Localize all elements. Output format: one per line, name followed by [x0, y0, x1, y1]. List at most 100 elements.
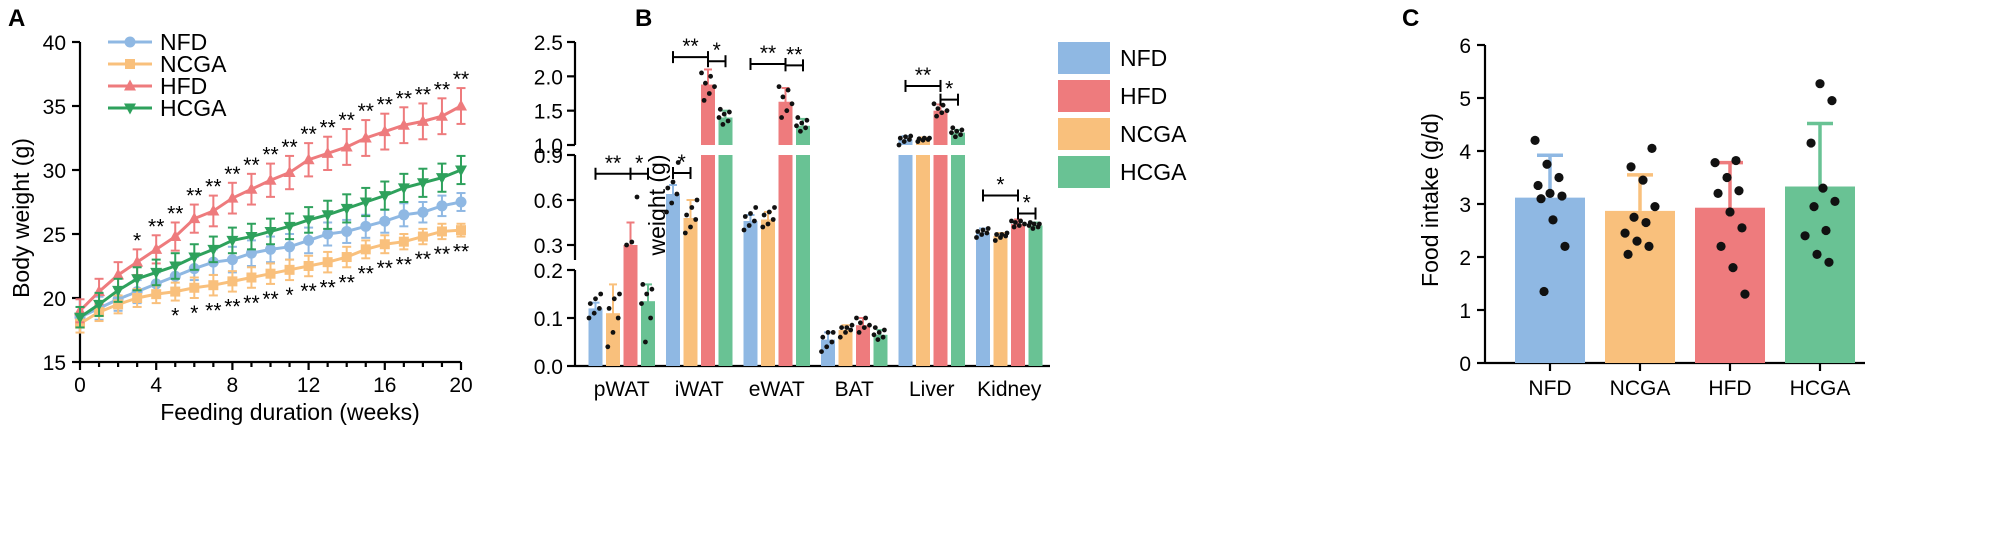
panel-b-dot-liver-nfd [901, 139, 907, 144]
panel-b-bar-liver-ncga [916, 155, 930, 270]
panel-b-bar-kidney-hcga [1028, 270, 1043, 366]
panel-b-dot-ewat-nfd [748, 211, 753, 216]
panel-a-point-hfd [245, 182, 258, 194]
panel-a-point-ncga [246, 272, 257, 283]
panel-b-dot-pwat-hfd [629, 239, 635, 245]
panel-b-dot-bat-hcga [875, 337, 881, 342]
panel-c-dot-hfd [1731, 155, 1741, 166]
panel-b-dot-liver-nfd [903, 134, 908, 140]
panel-c-dot-nfd [1545, 188, 1555, 198]
panel-a-significance-below: ** [319, 276, 335, 299]
panel-b-dot-kidney-ncga [1004, 230, 1010, 236]
panel-b-bar-kidney-hfd [1011, 224, 1025, 270]
panel-c-dot-hfd [1710, 158, 1720, 168]
panel-b-y-tick-label: 1.5 [534, 101, 563, 124]
panel-a-legend-marker-hcga [124, 103, 136, 115]
panel-b-dot-iwat-nfd [674, 191, 680, 197]
panel-a-legend-label-nfd: NFD [160, 29, 207, 55]
panel-b-dot-pwat-hcga [648, 315, 653, 321]
panel-b-dot-pwat-nfd [593, 296, 598, 302]
panel-b-dot-liver-hcga [950, 125, 956, 131]
panel-b-dot-iwat-nfd [665, 185, 671, 191]
panel-a-significance-above: ** [377, 94, 393, 117]
panel-b-dot-bat-nfd [824, 344, 830, 350]
panel-a-point-ncga [398, 236, 409, 247]
panel-b-bar-bat-ncga [838, 330, 853, 366]
panel-b-dot-bat-nfd [820, 334, 826, 340]
panel-b-bar-ewat-nfd [743, 221, 758, 270]
panel-a-point-hcga [416, 178, 429, 190]
panel-a-point-nfd [226, 254, 238, 266]
panel-a-point-hcga [169, 261, 182, 273]
panel-a-point-ncga [113, 299, 124, 310]
panel-a-y-tick-label: 30 [43, 160, 66, 183]
panel-b-dot-bat-hfd [867, 322, 872, 328]
panel-b-legend-swatch-hfd [1058, 80, 1110, 112]
panel-a-point-nfd [417, 206, 429, 218]
panel-b-bar-iwat-ncga [683, 218, 698, 270]
panel-b-significance-label: ** [786, 43, 802, 66]
panel-b-dot-liver-ncga [916, 136, 922, 142]
panel-a-point-hcga [207, 244, 220, 256]
panel-b-dot-pwat-ncga [615, 315, 621, 321]
panel-a-legend-marker-ncga [125, 59, 135, 69]
panel-c-dot-ncga [1650, 202, 1660, 212]
panel-b-significance-label: ** [760, 42, 776, 65]
panel-b-dot-iwat-hcga [721, 111, 727, 117]
panel-b-bar-kidney-nfd [976, 270, 990, 366]
panel-b-dot-liver-ncga [921, 135, 927, 141]
panel-c-bar-ncga [1605, 210, 1675, 363]
panel-a-point-hfd [435, 109, 448, 121]
panel-a-significance-below: ** [415, 248, 431, 271]
panel-b-dot-iwat-nfd [675, 160, 681, 165]
panel-c-dot-hcga [1818, 183, 1828, 193]
panel-a-point-hfd [359, 131, 372, 143]
panel-b-bar-kidney-hcga [1028, 225, 1043, 270]
panel-a-point-ncga [436, 226, 447, 237]
panel-a-point-hfd [188, 212, 201, 224]
panel-a-point-nfd [455, 196, 467, 208]
panel-b-dot-pwat-hfd [634, 194, 640, 200]
panel-b-dot-kidney-nfd [985, 226, 991, 231]
panel-a-point-nfd [265, 243, 276, 255]
panel-a-significance-below: ** [396, 253, 412, 276]
panel-c-x-tick-label-ncga: NCGA [1610, 377, 1671, 400]
panel-b-dot-pwat-nfd [586, 315, 592, 321]
panel-a-point-ncga [417, 231, 428, 242]
panel-b-bar-iwat-hcga [718, 270, 733, 366]
panel-b-dot-ewat-ncga [772, 205, 777, 210]
panel-c-dot-nfd [1539, 286, 1549, 297]
panel-b-dot-pwat-nfd [598, 291, 604, 297]
panel-b-dot-liver-hfd [939, 110, 945, 116]
panel-b-dot-bat-hcga [876, 330, 882, 335]
panel-a-point-hfd [397, 118, 410, 130]
panel-c-dot-hcga [1824, 257, 1834, 267]
panel-b-dot-ewat-hcga [795, 115, 801, 120]
panel-b-dot-iwat-hcga [716, 115, 722, 120]
panel-b-dot-liver-hfd [934, 113, 939, 119]
panel-b-dot-iwat-nfd [669, 200, 675, 206]
panel-a-significance-above: ** [262, 144, 278, 167]
panel-c-y-tick-label: 3 [1459, 194, 1471, 217]
panel-b-dot-ewat-hfd [784, 108, 790, 114]
panel-a-xlabel: Feeding duration (weeks) [160, 399, 420, 425]
panel-b-dot-ewat-hcga [804, 117, 810, 123]
panel-b-y-tick-label: 0.9 [534, 145, 563, 168]
panel-a-significance-below: ** [434, 243, 450, 266]
panel-c-dot-hfd [1740, 289, 1750, 299]
panel-a-legend-label-ncga: NCGA [160, 51, 227, 77]
panel-b-dot-iwat-hcga [720, 122, 726, 127]
panel-b-legend-label-ncga: NCGA [1120, 121, 1187, 147]
panel-b-dot-iwat-hcga [727, 109, 732, 115]
panel-b-dot-kidney-nfd [975, 229, 981, 234]
panel-a-point-ncga [265, 268, 276, 279]
panel-b-dot-ewat-ncga [766, 209, 772, 215]
panel-a-point-hfd [112, 268, 125, 280]
panel-a-significance-below: ** [224, 296, 240, 319]
panel-b-dot-ewat-ncga [765, 221, 771, 227]
panel-a-significance-above: ** [339, 109, 355, 132]
panel-b-dot-iwat-ncga [693, 217, 699, 222]
panel-b-y-tick-label: 0.3 [534, 235, 563, 258]
panel-b-dot-ewat-nfd [753, 205, 759, 210]
